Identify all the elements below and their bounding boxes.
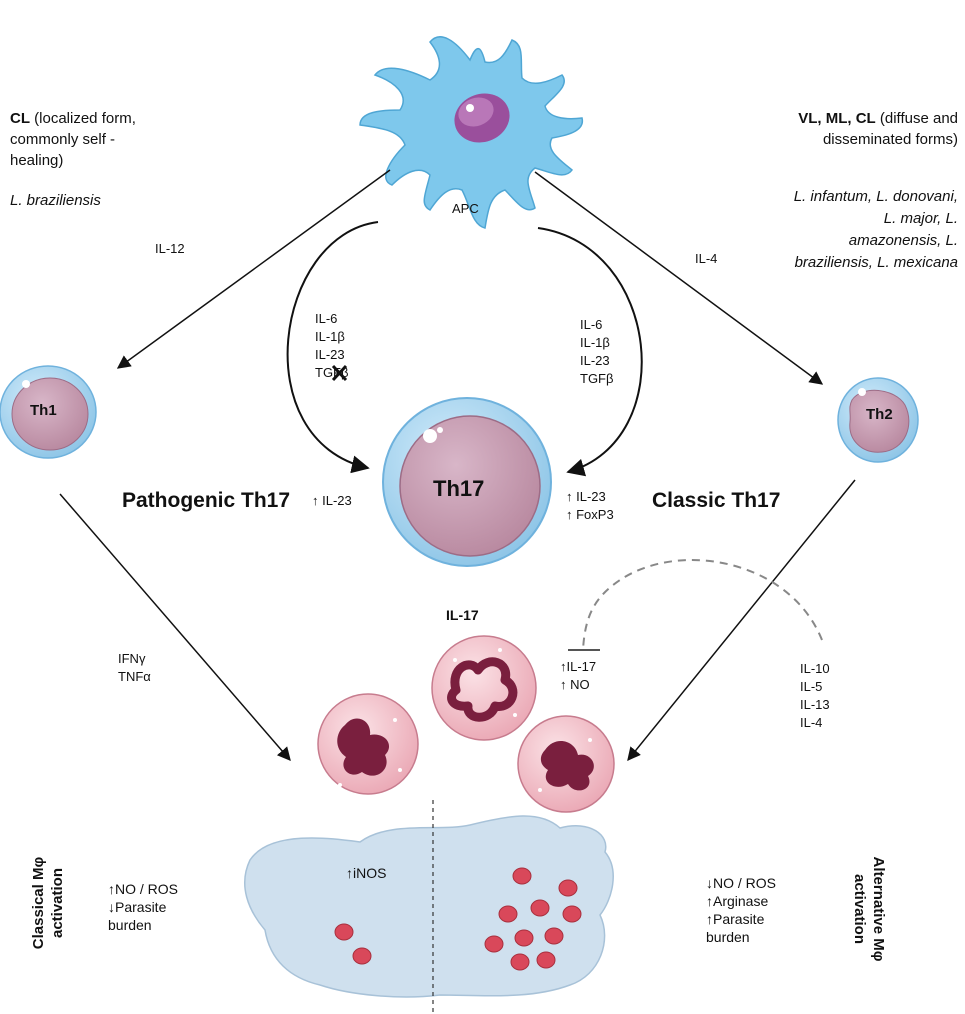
- alternative-effect: ↓NO / ROS: [706, 875, 777, 891]
- alternative-effect: burden: [706, 929, 750, 945]
- apc-cell: [359, 36, 584, 229]
- pathogenic-marker: ↑ IL-23: [312, 493, 352, 508]
- parasites-alternative: [484, 867, 582, 971]
- right-clinical-species: L. infantum, L. donovani, L. major, L. a…: [793, 188, 958, 271]
- neutrophil-effect: ↑IL-17: [560, 659, 597, 674]
- alternative-title-line1: Alternative Mφ: [870, 856, 887, 962]
- right-cytokine: IL-6: [580, 317, 603, 332]
- classical-effect: ↑NO / ROS: [108, 881, 179, 897]
- arrow-apc-to-th1: [116, 169, 391, 369]
- right-cytokine-list: IL-6 IL-1β IL-23 TGFβ: [580, 316, 613, 388]
- classical-effects: ↑NO / ROS ↓Parasite burden: [108, 880, 178, 934]
- left-cytokine: IL-23: [315, 347, 345, 362]
- right-cytokine: IL-1β: [580, 335, 610, 350]
- left-clinical-title: CL (localized form, commonly self - heal…: [10, 108, 160, 171]
- th1-cell: [0, 365, 97, 459]
- il17-label: IL-17: [446, 607, 479, 623]
- th2-label: Th2: [866, 406, 893, 423]
- alternative-effect: ↑Arginase: [706, 893, 769, 909]
- pathogenic-th17-label: Pathogenic Th17: [122, 489, 291, 512]
- arrow-apc-to-th2: [534, 171, 824, 385]
- classic-marker: ↑ IL-23: [566, 489, 606, 504]
- alternative-title-line2: activation: [851, 873, 868, 945]
- alternative-effects: ↓NO / ROS ↑Arginase ↑Parasite burden: [706, 874, 776, 946]
- alternative-activation-title: Alternative Mφ activation: [850, 834, 888, 984]
- right-clinical-bold: VL, ML, CL: [798, 110, 876, 127]
- right-cytokine: TGFβ: [580, 371, 614, 386]
- th2-cell: [837, 377, 919, 463]
- classical-effect: ↓Parasite: [108, 899, 167, 915]
- arrow-th1-to-macrophage: [59, 493, 291, 762]
- left-cytokine: IL-1β: [315, 329, 345, 344]
- classical-effect: burden: [108, 917, 152, 933]
- th17-label: Th17: [433, 476, 485, 501]
- th1-cytokine: TNFα: [118, 669, 151, 684]
- classic-marker-list: ↑ IL-23 ↑ FoxP3: [566, 488, 614, 524]
- left-clinical-species: L. braziliensis: [10, 192, 101, 209]
- th2-cytokine: IL-4: [800, 715, 823, 730]
- left-clinical-bold: CL: [10, 110, 30, 127]
- neutrophil-3: [517, 715, 615, 813]
- th2-cytokine: IL-13: [800, 697, 830, 712]
- arrow-pathogenic-curve: [286, 221, 379, 474]
- right-cytokine: IL-23: [580, 353, 610, 368]
- neutrophil-2: [431, 635, 537, 741]
- th2-cytokines: IL-10 IL-5 IL-13 IL-4: [800, 660, 830, 732]
- inos-label: ↑iNOS: [346, 865, 387, 881]
- classical-title-line2: activation: [49, 867, 66, 939]
- neutrophil-effects: ↑IL-17 ↑ NO: [560, 658, 596, 694]
- left-clinical-rest: (localized form, commonly self - healing…: [10, 110, 136, 169]
- il4-label: IL-4: [695, 251, 718, 266]
- neutrophil-effect: ↑ NO: [560, 677, 590, 692]
- classic-th17-label: Classic Th17: [652, 489, 781, 512]
- classical-activation-title: Classical Mφ activation: [29, 833, 67, 973]
- th17-cell: [382, 397, 552, 567]
- right-clinical-rest: (diffuse and disseminated forms): [822, 110, 958, 148]
- il12-label: IL-12: [155, 241, 185, 256]
- parasites-classical: [334, 923, 372, 965]
- classic-marker: ↑ FoxP3: [566, 507, 614, 522]
- neutrophil-1: [317, 693, 419, 795]
- th2-cytokine: IL-5: [800, 679, 823, 694]
- th1-label: Th1: [30, 402, 57, 419]
- th1-cytokines: IFNγ TNFα: [118, 650, 151, 686]
- th2-cytokine: IL-10: [800, 661, 830, 676]
- left-cytokine: TGFβ: [315, 365, 349, 380]
- tgfb-blocked-x-icon: [331, 364, 348, 382]
- right-clinical-title: VL, ML, CL (diffuse and disseminated for…: [790, 108, 958, 150]
- apc-label: APC: [452, 201, 479, 216]
- macrophage-cell: [244, 815, 614, 998]
- left-cytokine: IL-6: [315, 311, 338, 326]
- left-cytokine-list: IL-6 IL-1β IL-23 TGFβ: [315, 310, 348, 382]
- arrow-th2-to-macrophage: [627, 479, 856, 762]
- classical-title-line1: Classical Mφ: [30, 856, 47, 950]
- alternative-effect: ↑Parasite: [706, 911, 765, 927]
- th1-cytokine: IFNγ: [118, 651, 146, 666]
- dashed-inhibition-arc: [582, 559, 823, 651]
- arrow-classic-curve: [537, 227, 643, 477]
